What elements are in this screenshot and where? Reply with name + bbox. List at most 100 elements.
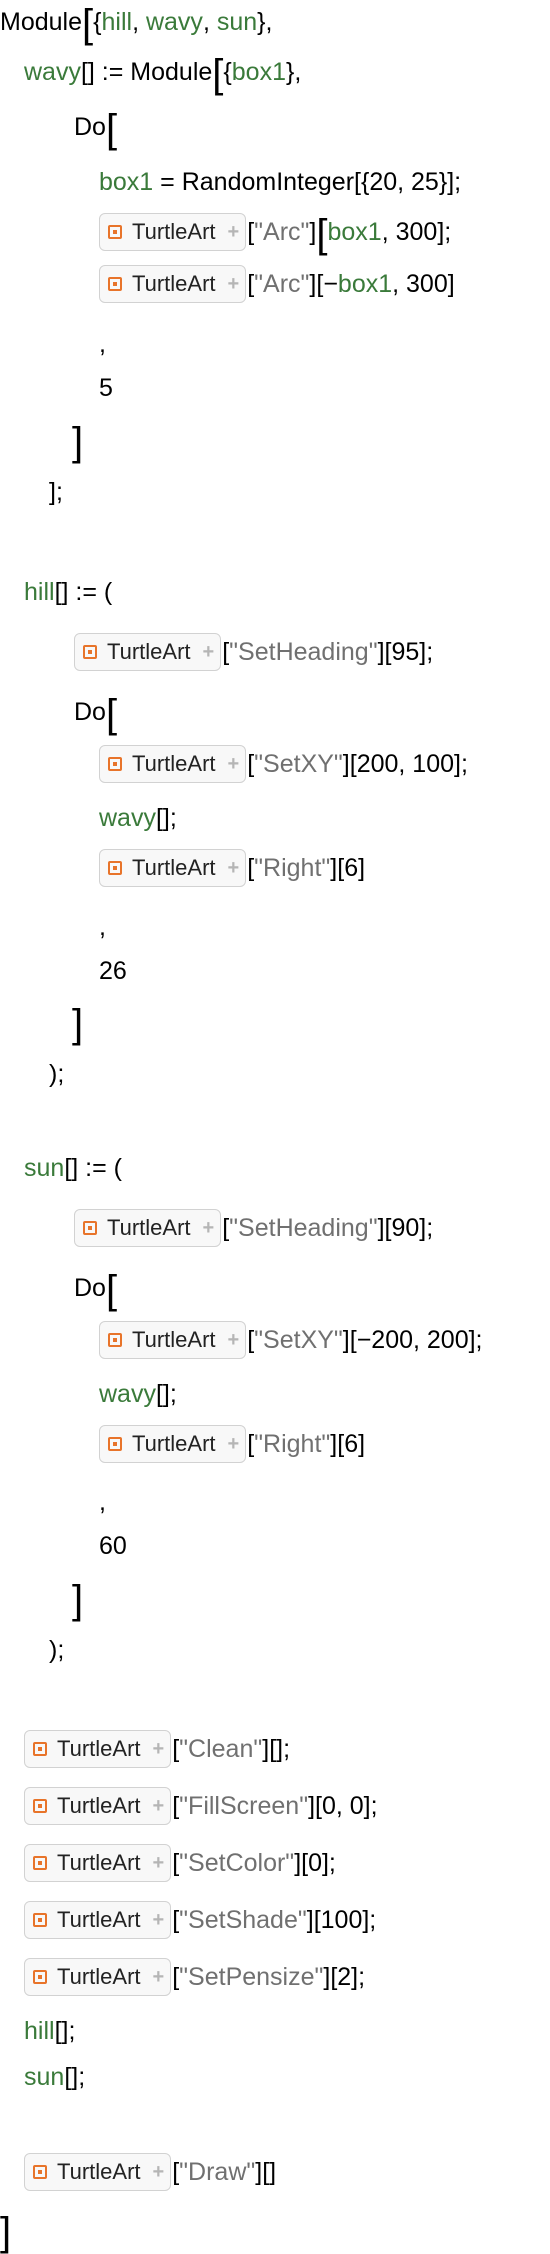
expand-plus-icon[interactable]: + <box>152 1795 165 1817</box>
resource-object-icon <box>33 1970 47 1984</box>
string-setheading: "SetHeading" <box>229 1213 378 1242</box>
sun-call: sun[]; <box>24 2062 86 2091</box>
resource-object-icon <box>108 757 122 771</box>
string-setxy: "SetXY" <box>254 749 343 778</box>
resource-object-icon <box>33 1856 47 1870</box>
expand-plus-icon[interactable]: + <box>152 1852 165 1874</box>
sun-count: 60 <box>99 1531 127 1560</box>
do-keyword: Do[ <box>74 107 118 151</box>
chip-label: TurtleArt <box>132 271 216 296</box>
turtleart-chip[interactable]: TurtleArt + <box>24 1844 172 1882</box>
module-close: ]; <box>49 477 63 506</box>
call-clean: TurtleArt+["Clean"][]; <box>24 1727 290 1771</box>
chip-label: TurtleArt <box>107 1215 191 1240</box>
box1-var: box1 <box>231 57 286 86</box>
arc-args: , 300]; <box>381 217 452 246</box>
chip-label: TurtleArt <box>132 1327 216 1352</box>
turtleart-chip[interactable]: TurtleArt + <box>24 2153 172 2191</box>
expand-plus-icon[interactable]: + <box>227 1329 240 1351</box>
chip-label: TurtleArt <box>132 855 216 880</box>
resource-object-icon <box>33 1799 47 1813</box>
sun-setxy: TurtleArt+["SetXY"][−200, 200]; <box>99 1318 483 1362</box>
turtleart-chip[interactable]: TurtleArt + <box>99 265 247 303</box>
module-header: Module[{hill, wavy, sun}, <box>0 2 273 46</box>
turtleart-chip[interactable]: TurtleArt+ <box>24 1901 172 1939</box>
resource-object-icon <box>83 645 97 659</box>
call-fillscreen: TurtleArt+["FillScreen"][0, 0]; <box>24 1784 378 1828</box>
module-keyword: Module <box>0 7 82 36</box>
expand-plus-icon[interactable]: + <box>227 221 240 243</box>
expand-plus-icon[interactable]: + <box>227 273 240 295</box>
turtleart-chip[interactable]: TurtleArt + <box>74 1209 222 1247</box>
comma: , <box>99 1487 106 1516</box>
chip-label: TurtleArt <box>57 2159 141 2184</box>
string-fillscreen: "FillScreen" <box>179 1791 309 1820</box>
resource-object-icon <box>83 1221 97 1235</box>
turtleart-chip[interactable]: TurtleArt + <box>24 1787 172 1825</box>
turtleart-chip[interactable]: TurtleArt + <box>99 745 247 783</box>
call-setshade: TurtleArt+["SetShade"][100]; <box>24 1898 376 1942</box>
expand-plus-icon[interactable]: + <box>152 2161 165 2183</box>
expand-plus-icon[interactable]: + <box>202 641 215 663</box>
comma: , <box>99 329 106 358</box>
clean-args: ][]; <box>262 1734 291 1763</box>
chip-label: TurtleArt <box>132 751 216 776</box>
setxy-args: ][−200, 200]; <box>342 1325 483 1354</box>
wavy-call: wavy[]; <box>99 1379 177 1408</box>
resource-object-icon <box>108 225 122 239</box>
turtleart-chip[interactable]: TurtleArt + <box>99 1321 247 1359</box>
string-draw: "Draw" <box>179 2157 256 2186</box>
var-hill: hill <box>101 7 133 36</box>
final-bracket: ] <box>0 2210 12 2254</box>
turtleart-chip[interactable]: TurtleArt + <box>99 849 247 887</box>
chip-label: TurtleArt <box>57 1736 141 1761</box>
box1-assignment: box1 = RandomInteger[{20, 25}]; <box>99 160 461 204</box>
hill-setheading: TurtleArt+["SetHeading"][95]; <box>74 630 433 674</box>
var-wavy: wavy <box>145 7 203 36</box>
expand-plus-icon[interactable]: + <box>227 753 240 775</box>
resource-object-icon <box>33 1742 47 1756</box>
do-keyword: Do[ <box>74 692 118 736</box>
string-arc: "Arc" <box>254 269 310 298</box>
expand-plus-icon[interactable]: + <box>152 1738 165 1760</box>
wavy-call: wavy[]; <box>99 803 177 832</box>
string-setcolor: "SetColor" <box>179 1848 295 1877</box>
draw-args: ][] <box>255 2157 277 2186</box>
shade-args: ][100]; <box>306 1905 377 1934</box>
hill-assign: [] := ( <box>54 577 113 606</box>
heading-args: ][90]; <box>377 1213 434 1242</box>
resource-object-icon <box>33 2165 47 2179</box>
turtleart-chip[interactable]: TurtleArt + <box>99 1425 247 1463</box>
resource-object-icon <box>108 277 122 291</box>
hill-count: 26 <box>99 956 127 985</box>
call-setpensize: TurtleArt+["SetPensize"][2]; <box>24 1955 365 1999</box>
do-label: Do <box>74 112 106 141</box>
sun-definition: sun[] := ( <box>24 1146 122 1190</box>
expand-plus-icon[interactable]: + <box>152 1909 165 1931</box>
chip-label: TurtleArt <box>132 219 216 244</box>
call-setcolor: TurtleArt+["SetColor"][0]; <box>24 1841 336 1885</box>
resource-object-icon <box>33 1913 47 1927</box>
arc-line-1: TurtleArt+["Arc"][box1, 300]; <box>99 210 451 254</box>
string-setxy: "SetXY" <box>254 1325 343 1354</box>
expand-plus-icon[interactable]: + <box>202 1217 215 1239</box>
string-arc: "Arc" <box>254 217 310 246</box>
chip-label: TurtleArt <box>57 1850 141 1875</box>
expand-plus-icon[interactable]: + <box>227 857 240 879</box>
sun-name: sun <box>24 1153 65 1182</box>
right-args: ][6] <box>330 1429 366 1458</box>
turtleart-chip[interactable]: TurtleArt + <box>99 213 247 251</box>
chip-label: TurtleArt <box>107 639 191 664</box>
chip-label: TurtleArt <box>132 1431 216 1456</box>
expand-plus-icon[interactable]: + <box>227 1433 240 1455</box>
string-right: "Right" <box>254 853 331 882</box>
expand-plus-icon[interactable]: + <box>152 1966 165 1988</box>
chip-label: TurtleArt <box>57 1793 141 1818</box>
wavy-assign: [] := Module <box>80 57 213 86</box>
arc-args: , 300] <box>392 269 455 298</box>
sun-right: TurtleArt+["Right"][6] <box>99 1422 365 1466</box>
turtleart-chip[interactable]: TurtleArt+ <box>24 1958 172 1996</box>
turtleart-chip[interactable]: TurtleArt + <box>74 633 222 671</box>
hill-right: TurtleArt+["Right"][6] <box>99 846 365 890</box>
turtleart-chip[interactable]: TurtleArt + <box>24 1730 172 1768</box>
